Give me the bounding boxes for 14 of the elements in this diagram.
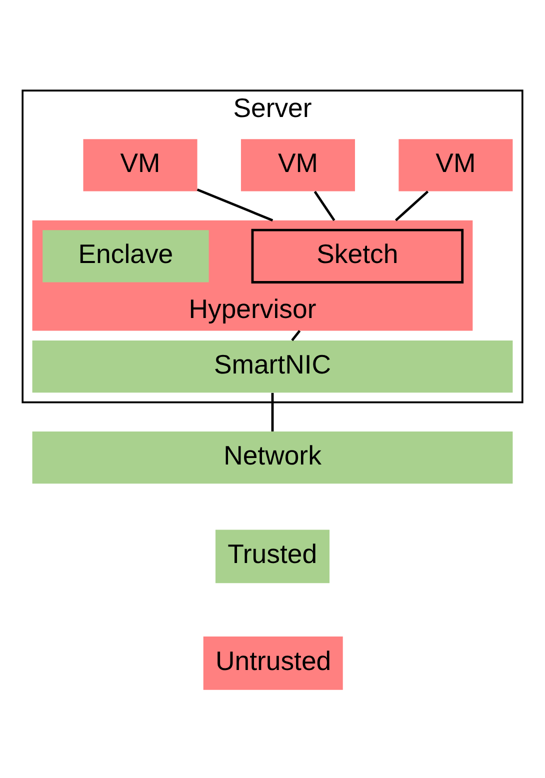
connector: [314, 190, 336, 222]
legend-label: Trusted: [228, 539, 318, 570]
node-box: SmartNIC: [32, 340, 513, 393]
legend-label: Untrusted: [215, 646, 332, 676]
node-box: VM: [240, 139, 355, 192]
node-box: VM: [398, 139, 513, 192]
node-box: VM: [83, 139, 198, 192]
connector: [291, 330, 301, 342]
connector: [394, 190, 429, 222]
node-box: Network: [32, 431, 513, 484]
node-box: Sketch: [251, 228, 464, 284]
connector: [271, 392, 274, 432]
node-box: Enclave: [42, 230, 209, 282]
connector: [196, 188, 274, 222]
